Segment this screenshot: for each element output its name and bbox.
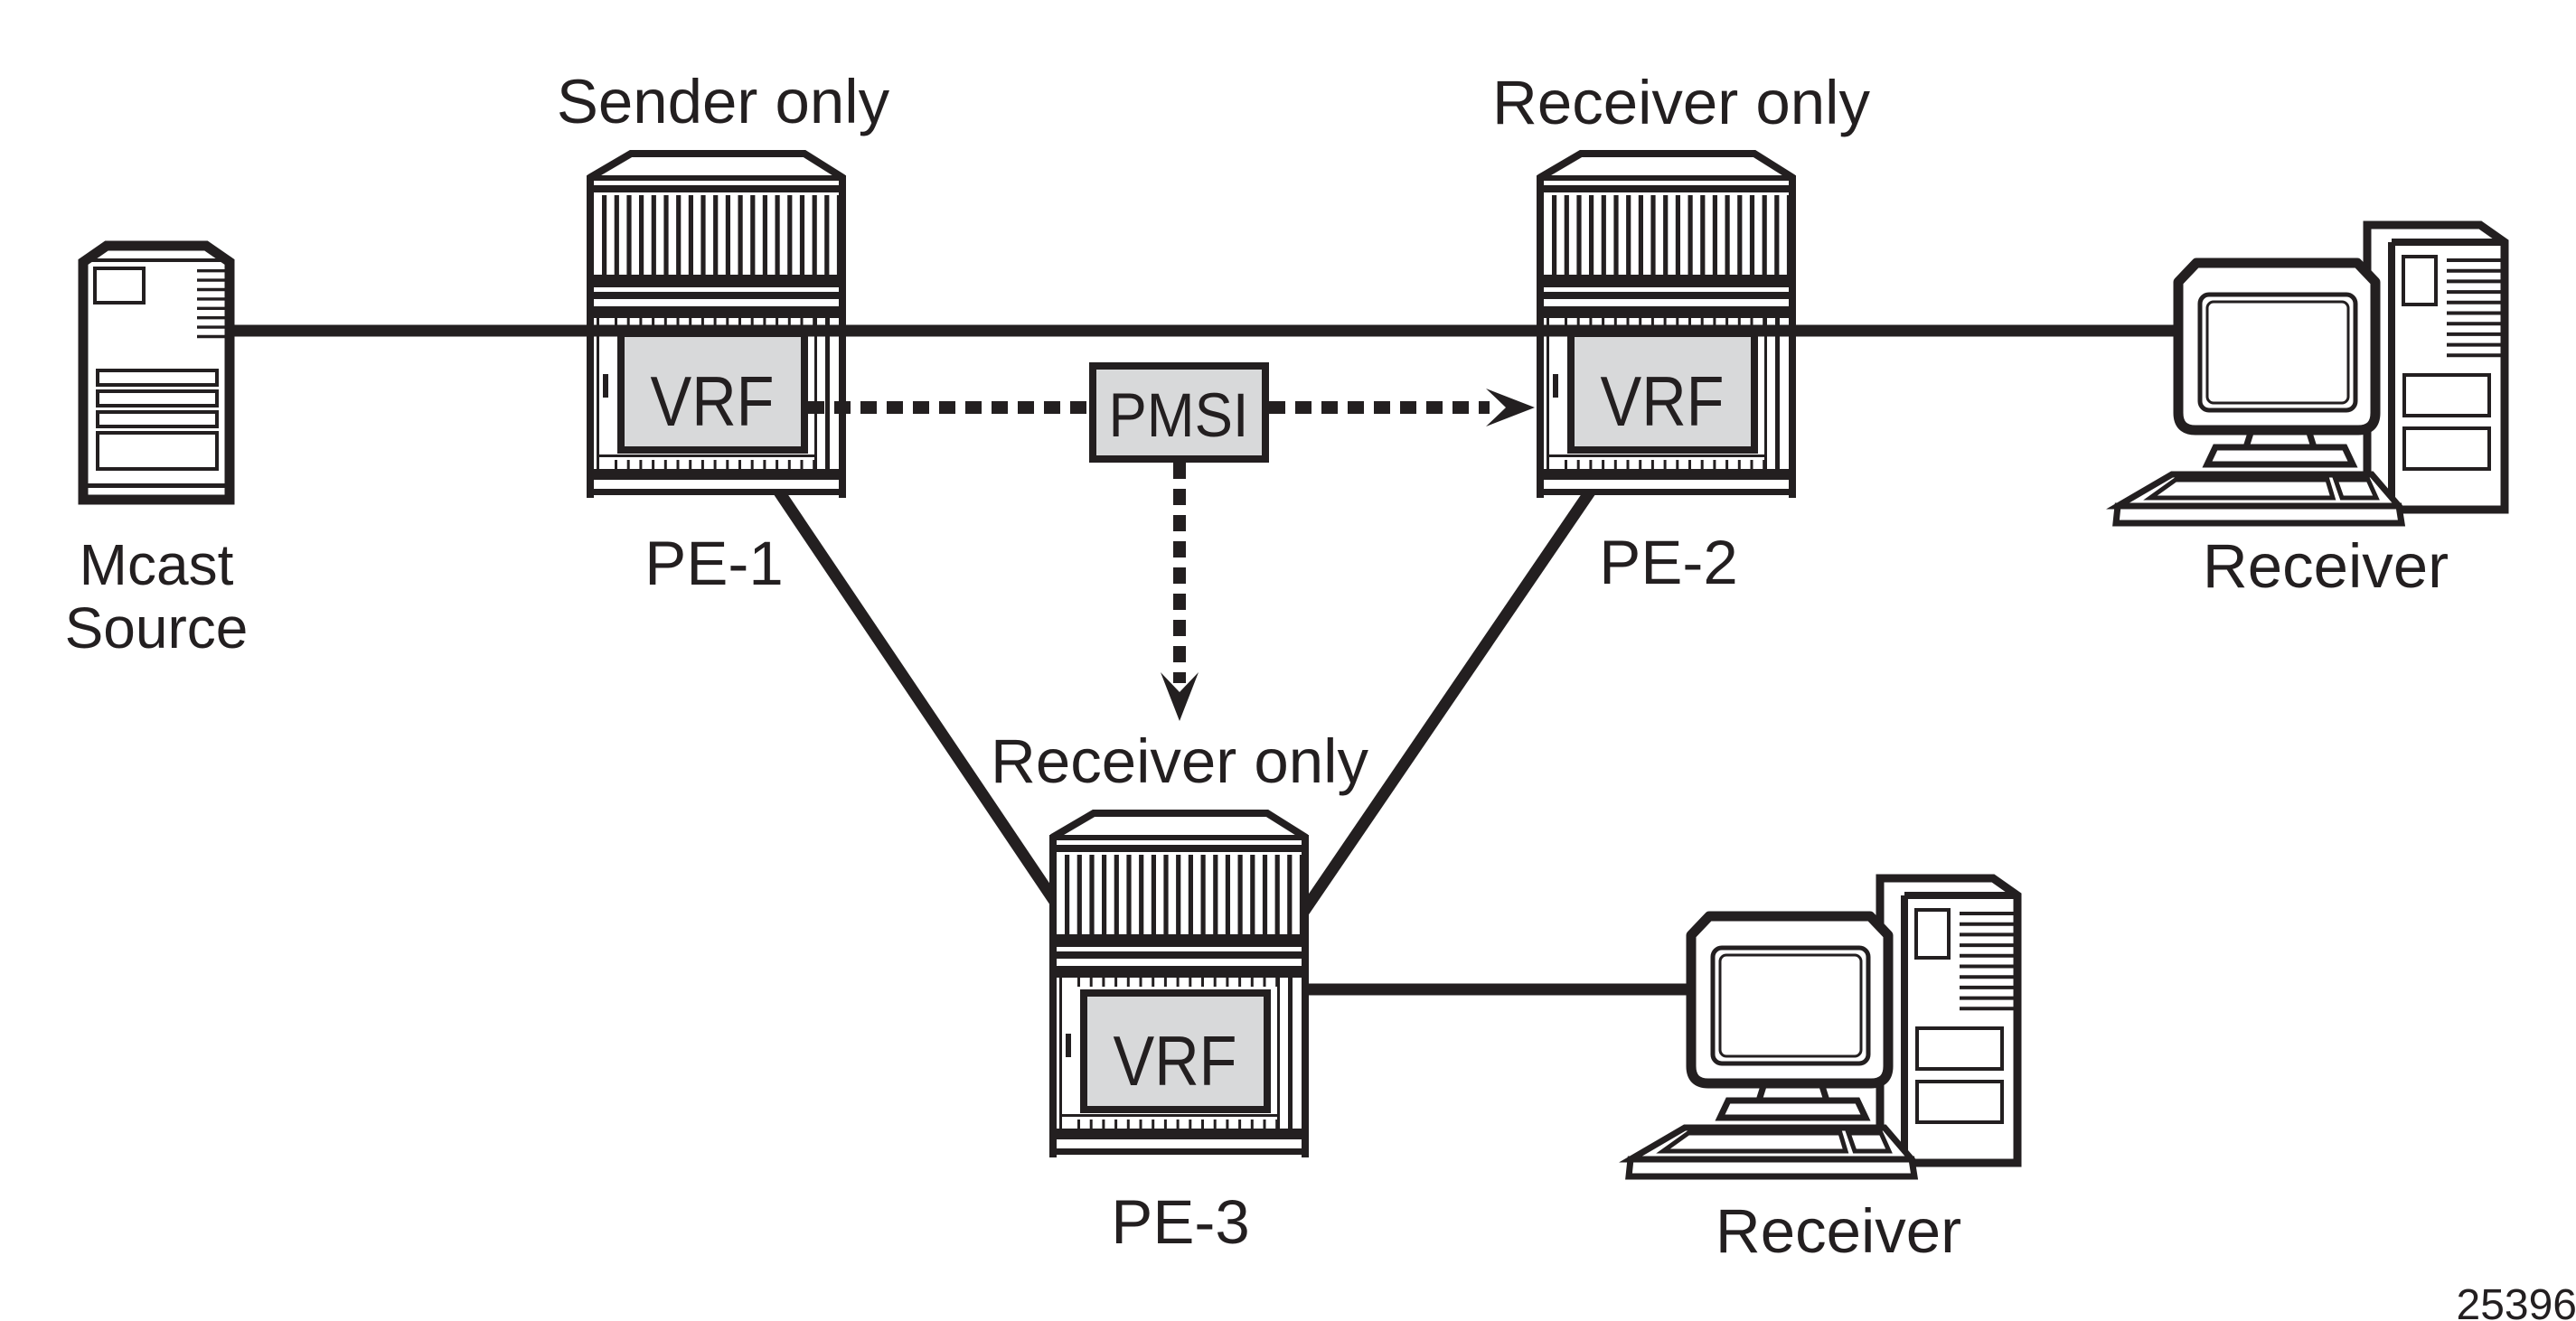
svg-text:PE-1: PE-1 xyxy=(644,529,783,598)
svg-text:Receiver: Receiver xyxy=(2203,531,2449,601)
svg-text:VRF: VRF xyxy=(1114,1021,1237,1101)
svg-text:PMSI: PMSI xyxy=(1109,380,1249,450)
svg-text:Receiver only: Receiver only xyxy=(1492,68,1871,137)
svg-text:PE-2: PE-2 xyxy=(1599,528,1737,597)
svg-text:Mcast: Mcast xyxy=(80,532,234,597)
svg-text:VRF: VRF xyxy=(651,361,775,441)
svg-text:PE-3: PE-3 xyxy=(1111,1187,1249,1257)
svg-text:Receiver only: Receiver only xyxy=(991,726,1369,796)
svg-text:Sender only: Sender only xyxy=(557,67,890,136)
svg-text:Source: Source xyxy=(65,595,249,660)
svg-text:25396: 25396 xyxy=(2457,1281,2576,1321)
svg-text:VRF: VRF xyxy=(1601,361,1725,441)
svg-text:Receiver: Receiver xyxy=(1716,1196,1961,1266)
